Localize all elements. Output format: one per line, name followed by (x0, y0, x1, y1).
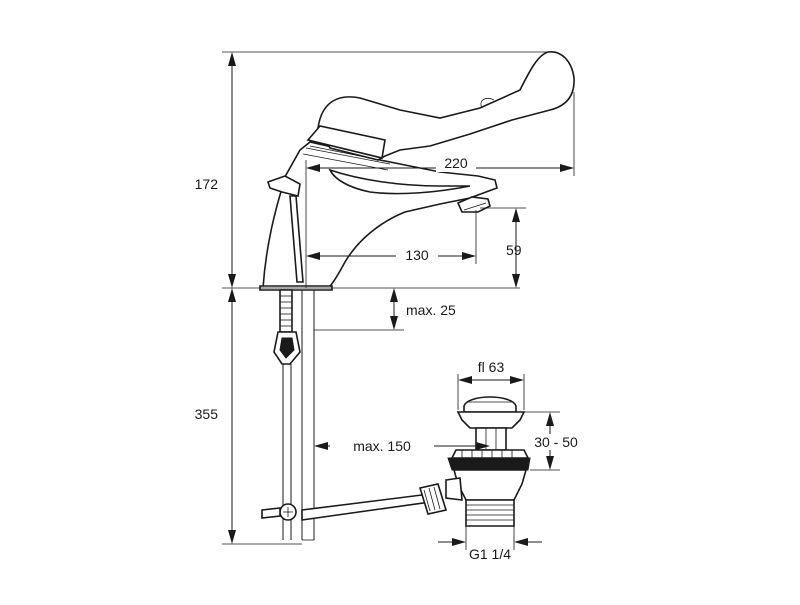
label-130: 130 (405, 247, 429, 263)
label-59: 59 (506, 242, 522, 258)
label-30-50: 30 - 50 (534, 434, 578, 450)
dimension-172: 172 (195, 51, 548, 289)
dimension-355: 355 (195, 288, 302, 545)
dimension-g1-1-4: G1 1/4 (438, 526, 542, 562)
waste-valve (445, 396, 531, 527)
dimension-220: 220 (305, 92, 575, 288)
lever-handle (306, 51, 575, 161)
label-max-150: max. 150 (353, 438, 411, 454)
label-172: 172 (195, 176, 219, 192)
label-fl-63: fl 63 (478, 359, 505, 375)
dimension-fl-63: fl 63 (457, 359, 525, 410)
supply-hoses (261, 289, 315, 541)
dimension-max-25: max. 25 (314, 288, 456, 331)
faucet-body (259, 141, 498, 291)
dimension-30-50: 30 - 50 (524, 411, 584, 471)
label-355: 355 (195, 406, 219, 422)
popup-rod (301, 483, 448, 521)
dimension-max-150: max. 150 (314, 436, 490, 454)
dimension-59: 59 (480, 207, 526, 288)
label-220: 220 (444, 155, 468, 171)
label-g1-1-4: G1 1/4 (469, 546, 511, 562)
dimension-130: 130 (306, 210, 477, 264)
label-max-25: max. 25 (406, 302, 456, 318)
